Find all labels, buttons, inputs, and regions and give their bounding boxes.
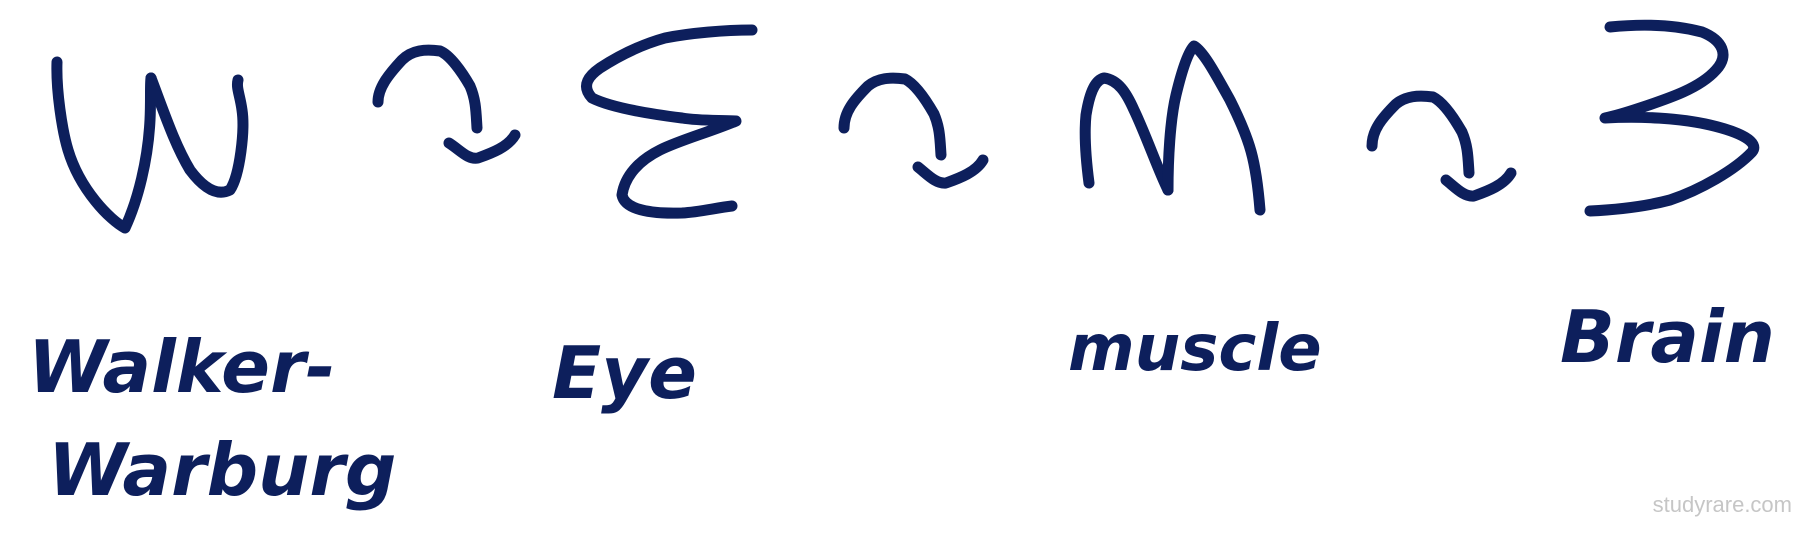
arrow-3-icon [1366, 90, 1517, 202]
letter-w-glyph [51, 56, 249, 234]
label-walker-line2: Warburg [48, 428, 396, 512]
letter-m-glyph [1079, 40, 1266, 216]
watermark-text: studyrare.com [1652, 492, 1792, 517]
arrow-1-icon [372, 44, 521, 164]
label-eye: Eye [552, 331, 697, 415]
label-muscle: muscle [1068, 312, 1322, 386]
label-brain: Brain [1560, 295, 1775, 379]
letter-e-glyph [581, 24, 758, 219]
numeral-3-glyph [1584, 19, 1760, 217]
label-walker-line1: Walker- [28, 325, 335, 409]
arrow-2-icon [838, 72, 989, 189]
